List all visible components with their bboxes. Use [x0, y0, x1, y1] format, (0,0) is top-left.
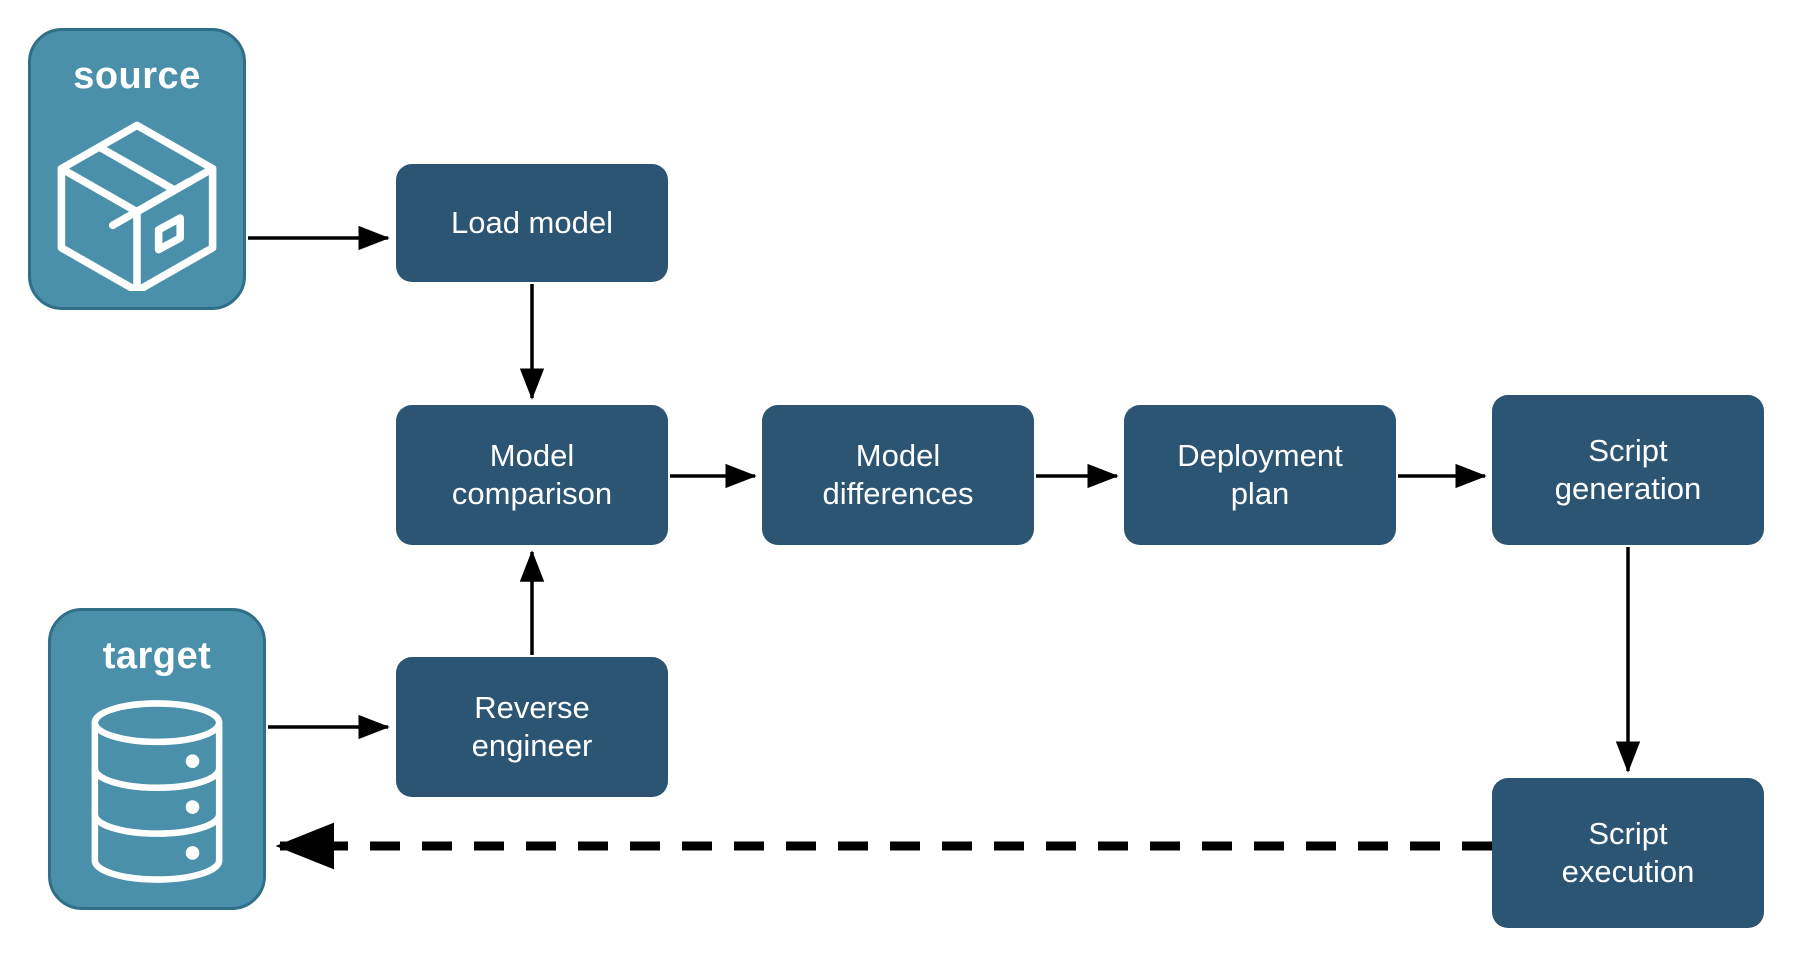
node-load-model[interactable]: Load model	[396, 164, 668, 282]
endpoint-target[interactable]: target	[48, 608, 266, 910]
package-box-icon	[31, 95, 243, 307]
node-deployment-plan[interactable]: Deployment plan	[1124, 405, 1396, 545]
node-reverse-engineer[interactable]: Reverse engineer	[396, 657, 668, 797]
node-script-execution[interactable]: Script execution	[1492, 778, 1764, 928]
node-script-generation[interactable]: Script generation	[1492, 395, 1764, 545]
node-model-comparison[interactable]: Model comparison	[396, 405, 668, 545]
node-model-differences[interactable]: Model differences	[762, 405, 1034, 545]
endpoint-target-label: target	[102, 635, 212, 677]
database-cylinder-icon	[51, 675, 263, 907]
endpoint-source[interactable]: source	[28, 28, 246, 310]
endpoint-source-label: source	[73, 55, 201, 97]
